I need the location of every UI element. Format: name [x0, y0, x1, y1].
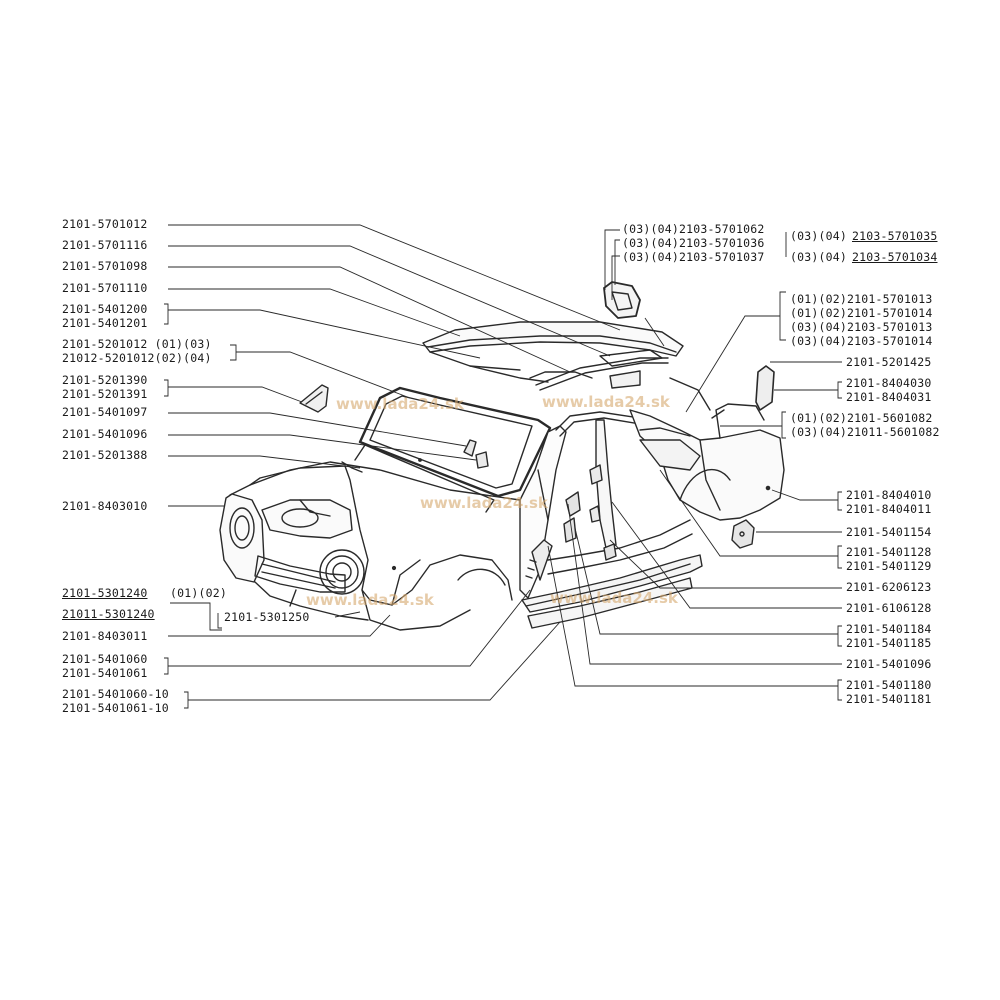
part-label: 2101-6206123 [846, 580, 932, 594]
side-structure [519, 411, 703, 629]
part-label: (03)(04)2103-5701014 [790, 334, 933, 348]
part-label: 2101-5701098 [62, 259, 148, 273]
part-label: 2103-5701034 [852, 250, 938, 264]
part-label: 2101-5401129 [846, 559, 932, 573]
leader-lines [164, 224, 842, 709]
part-label: 2103-5701035 [852, 229, 938, 243]
windshield-frame [341, 386, 552, 513]
part-label: 2101-5401061-10 [62, 701, 169, 715]
part-label: (01)(02)2101-5701014 [790, 306, 933, 320]
part-label: 2101-8404011 [846, 502, 932, 516]
part-label: 2101-5401184 [846, 622, 932, 636]
part-label: 2101-5401096 [846, 657, 932, 671]
roof-panel [422, 321, 684, 383]
part-label: 2101-5201012 (01)(03) [62, 337, 212, 351]
part-label: 2101-5401096 [62, 427, 148, 441]
part-label: 2101-5401061 [62, 666, 148, 680]
part-label: 2101-8404030 [846, 376, 932, 390]
watermark: www.lada24.sk [550, 589, 678, 607]
part-label: 2101-5301250 [224, 610, 310, 624]
part-label: 2101-5701110 [62, 281, 148, 295]
part-label: 2101-5401201 [62, 316, 148, 330]
part-label: 2101-5201390 [62, 373, 148, 387]
seal-part [603, 281, 641, 319]
part-label: 2101-5401128 [846, 545, 932, 559]
part-label: 2101-8403011 [62, 629, 148, 643]
part-label: 2101-8404010 [846, 488, 932, 502]
part-label: (03)(04)2103-5701013 [790, 320, 933, 334]
watermark: www.lada24.sk [336, 395, 464, 413]
part-label: 2101-5201391 [62, 387, 148, 401]
part-label: 2101-5401097 [62, 405, 148, 419]
roof-rails [535, 357, 711, 411]
part-label: 2101-5701116 [62, 238, 148, 252]
part-label: (03)(04)2103-5701036 [622, 236, 765, 250]
part-label: 2101-5401200 [62, 302, 148, 316]
rear-quarter-panel [629, 365, 785, 549]
small-brackets [299, 384, 489, 469]
part-label: (01)(02)2101-5601082 [790, 411, 933, 425]
part-label: 2101-5401181 [846, 692, 932, 706]
part-label: 2101-5201425 [846, 355, 932, 369]
part-label: 2101-5401185 [846, 636, 932, 650]
part-label: 2101-5201388 [62, 448, 148, 462]
part-label: 2101-5401180 [846, 678, 932, 692]
part-label: 2101-6106128 [846, 601, 932, 615]
part-label: (03)(04)2103-5701062 [622, 222, 765, 236]
watermark: www.lada24.sk [542, 393, 670, 411]
part-label: 2101-5401060 [62, 652, 148, 666]
part-label: 2101-8404031 [846, 390, 932, 404]
part-label: 2101-8403010 [62, 499, 148, 513]
part-label: (03)(04)2103-5701037 [622, 250, 765, 264]
part-label: (03)(04) [790, 250, 847, 264]
part-label: (03)(04)21011-5601082 [790, 425, 940, 439]
part-label: (01)(02)2101-5701013 [790, 292, 933, 306]
part-label: (01)(02) [170, 586, 227, 600]
front-end-body [219, 461, 521, 631]
part-label: (03)(04) [790, 229, 847, 243]
part-label: 21012-5201012(02)(04) [62, 351, 212, 365]
part-label: 2101-5401154 [846, 525, 932, 539]
part-label: 2101-5301240 [62, 586, 148, 600]
part-label: 2101-5401060-10 [62, 687, 169, 701]
watermark: www.lada24.sk [306, 591, 434, 609]
watermark: www.lada24.sk [420, 494, 548, 512]
part-label: 21011-5301240 [62, 607, 155, 621]
part-label: 2101-5701012 [62, 217, 148, 231]
